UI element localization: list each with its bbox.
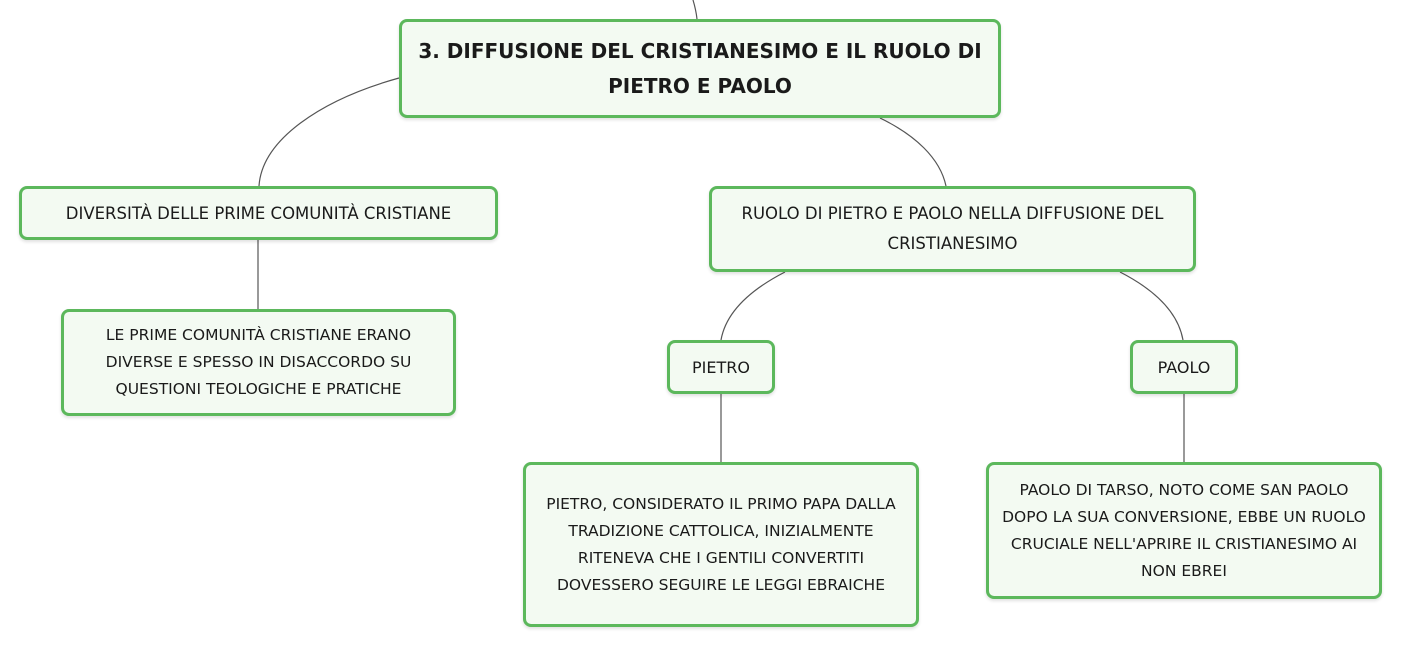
pietro-detail-label: PIETRO, CONSIDERATO IL PRIMO PAPA DALLA … xyxy=(546,494,896,594)
connector-ruolo-to-paolo xyxy=(1119,271,1184,341)
paolo-detail-node[interactable]: PAOLO DI TARSO, NOTO COME SAN PAOLO DOPO… xyxy=(986,462,1382,599)
ruolo-label: RUOLO DI PIETRO E PAOLO NELLA DIFFUSIONE… xyxy=(741,204,1164,253)
paolo-label: PAOLO xyxy=(1157,357,1211,377)
pietro-detail-node[interactable]: PIETRO, CONSIDERATO IL PRIMO PAPA DALLA … xyxy=(523,462,919,627)
connector-root-to-diversita xyxy=(258,77,400,187)
connector-ruolo-to-pietro xyxy=(720,271,786,341)
root-topic-label: 3. DIFFUSIONE DEL CRISTIANESIMO E IL RUO… xyxy=(418,38,982,98)
connector-root-to-ruolo xyxy=(879,117,947,187)
ruolo-node[interactable]: RUOLO DI PIETRO E PAOLO NELLA DIFFUSIONE… xyxy=(709,186,1196,272)
paolo-node[interactable]: PAOLO xyxy=(1130,340,1238,394)
diversita-node[interactable]: DIVERSITÀ DELLE PRIME COMUNITÀ CRISTIANE xyxy=(19,186,498,240)
diversita-detail-node[interactable]: LE PRIME COMUNITÀ CRISTIANE ERANO DIVERS… xyxy=(61,309,456,416)
pietro-label: PIETRO xyxy=(692,357,750,377)
diversita-label: DIVERSITÀ DELLE PRIME COMUNITÀ CRISTIANE xyxy=(65,203,452,223)
pietro-node[interactable]: PIETRO xyxy=(667,340,775,394)
paolo-detail-label: PAOLO DI TARSO, NOTO COME SAN PAOLO DOPO… xyxy=(1002,480,1366,580)
connector-parent-to-root xyxy=(692,0,698,20)
diversita-detail-label: LE PRIME COMUNITÀ CRISTIANE ERANO DIVERS… xyxy=(105,326,412,398)
root-topic-node[interactable]: 3. DIFFUSIONE DEL CRISTIANESIMO E IL RUO… xyxy=(399,19,1001,118)
